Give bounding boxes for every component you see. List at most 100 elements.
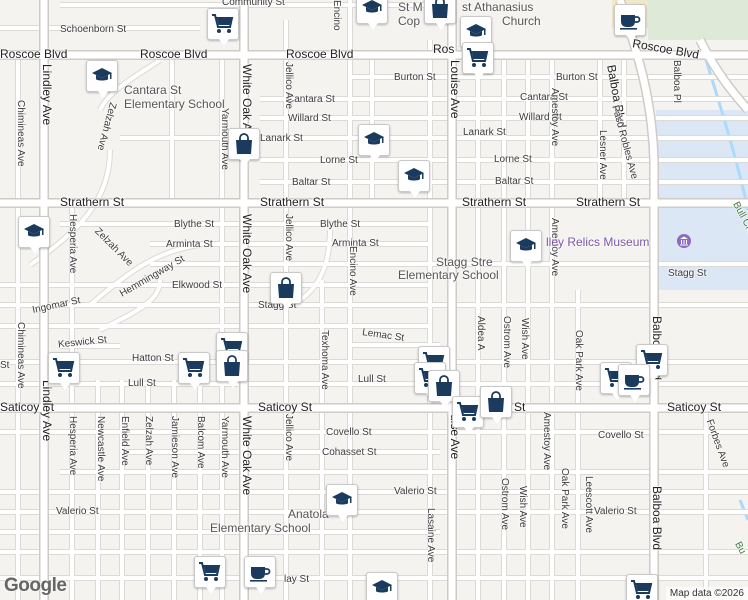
street-label-strathern-m1: Strathern St [260, 195, 325, 209]
shopping-cart-icon [630, 578, 654, 600]
shopping-bag-marker[interactable] [228, 128, 260, 166]
school-icon [402, 164, 426, 188]
place-label-museum[interactable]: lley Relics Museum [546, 235, 650, 249]
street-label-chimineas-s: Chimineas Ave [15, 322, 26, 389]
shopping-cart-marker[interactable] [48, 352, 80, 390]
school-icon [360, 0, 384, 20]
place-label-stagg-school-1[interactable]: Stagg Stre [436, 255, 493, 269]
place-label-anatola-1[interactable]: Anatola [288, 507, 329, 521]
school-icon [362, 128, 386, 152]
shopping-bag-marker[interactable] [424, 0, 456, 30]
school-icon [330, 488, 354, 512]
street-label-stagg-w: Stagg St [258, 300, 297, 311]
street-label-hesperia-s: Hesperia Ave [67, 416, 78, 476]
shopping-cart-marker[interactable] [462, 42, 494, 80]
street-label-burton-e: Burton St [556, 72, 598, 83]
place-label-cantara-school-2[interactable]: Elementary School [124, 97, 225, 111]
street-label-community: Community St [222, 0, 285, 8]
school-marker[interactable] [18, 216, 50, 254]
school-marker[interactable] [326, 484, 358, 522]
street-label-encino-s: Encino Ave [347, 246, 358, 296]
place-label-stagg-school-2[interactable]: Elementary School [398, 268, 499, 282]
school-marker[interactable] [358, 124, 390, 162]
street-label-lindley-s: Lindley Ave [40, 380, 54, 442]
street-label-jellico-m: Jellico Ave [283, 214, 294, 262]
street-label-wish-s: Wish Ave [517, 486, 528, 528]
coffee-cup-icon [622, 368, 646, 392]
street-label-encino-n: Encino [331, 0, 342, 31]
place-label-cantara-school-1[interactable]: Cantara St [124, 83, 182, 97]
street-label-valerio-m: Valerio St [394, 486, 437, 497]
street-label-wish-n: Wish Ave [519, 318, 530, 360]
street-label-cohasset: Cohasset St [322, 447, 377, 458]
street-label-saticoy-e: Saticoy St [667, 400, 722, 414]
street-label-valerio-w: Valerio St [56, 506, 99, 517]
street-label-covello-e: Covello St [598, 430, 644, 441]
coffee-cup-icon [618, 8, 642, 32]
street-label-lesner: Lesner Ave [597, 130, 608, 180]
school-icon [514, 234, 538, 258]
shopping-bag-marker[interactable] [216, 350, 248, 388]
street-label-saticoy-m: Saticoy St [258, 400, 313, 414]
street-label-covello-w: Covello St [326, 427, 372, 438]
street-label-lull-w: Lull St [128, 378, 156, 389]
shopping-cart-marker[interactable] [626, 574, 658, 600]
street-label-lull-west: St [0, 360, 10, 371]
street-label-white-oak-s: White Oak Ave [240, 416, 254, 496]
shopping-cart-icon [182, 356, 206, 380]
school-marker[interactable] [86, 60, 118, 98]
street-label-zelzah-s: Zelzah Ave [143, 416, 154, 466]
coffee-cup-marker[interactable] [244, 556, 276, 594]
place-label-st-athanasius-1[interactable]: St M [398, 0, 423, 14]
street-label-leescott: Leescott Ave [583, 476, 594, 534]
place-label-anatola-2[interactable]: Elementary School [210, 521, 311, 535]
shopping-bag-icon [274, 276, 298, 300]
place-label-st-athanasius-2[interactable]: st Athanasius [462, 0, 534, 14]
street-label-roscoe-m1: Roscoe Blvd [140, 47, 208, 61]
shopping-bag-marker[interactable] [428, 370, 460, 408]
shopping-bag-icon [428, 0, 452, 20]
shopping-cart-marker[interactable] [194, 556, 226, 594]
street-label-schoenborn: Schoenborn St [60, 24, 127, 35]
street-label-jellico-s: Jellico Ave [283, 414, 294, 462]
map-attribution[interactable]: Map data ©2026 [665, 587, 748, 600]
street-label-baltar-e: Baltar St [495, 176, 534, 187]
street-label-jellico-n: Jellico Ave [283, 62, 294, 110]
shopping-cart-icon [211, 12, 235, 36]
street-label-lull-m: Lull St [358, 374, 386, 385]
coffee-cup-marker[interactable] [614, 4, 646, 42]
shopping-bag-marker[interactable] [480, 386, 512, 424]
school-marker[interactable] [366, 572, 398, 600]
place-label-st-athanasius-3[interactable]: Cop [398, 14, 421, 28]
street-label-aldea: Aldea A [475, 316, 486, 351]
street-label-willard-w: Willard St [288, 113, 331, 124]
street-label-burton-w: Burton St [394, 72, 436, 83]
shopping-cart-marker[interactable] [178, 352, 210, 390]
place-label-st-athanasius-4[interactable]: Church [502, 14, 541, 28]
street-label-hatton: Hatton St [132, 353, 174, 364]
street-label-yarmouth-s: Yarmouth Ave [219, 416, 230, 478]
street-label-balboa-s: Balboa Blvd [650, 486, 664, 551]
street-label-texhoma: Texhoma Ave [319, 330, 330, 390]
street-label-newcastle: Newcastle Ave [95, 416, 106, 482]
coffee-cup-marker[interactable] [618, 364, 650, 402]
shopping-bag-icon [232, 132, 256, 156]
school-marker[interactable] [398, 160, 430, 198]
school-marker[interactable] [510, 230, 542, 268]
street-label-chimineas-n: Chimineas Ave [15, 100, 26, 167]
street-label-enfield: Enfield Ave [119, 416, 130, 466]
street-label-stagg-e: Stagg St [668, 268, 707, 279]
shopping-cart-icon [466, 46, 490, 70]
shopping-bag-marker[interactable] [270, 272, 302, 310]
museum-icon[interactable] [676, 233, 692, 249]
street-label-arminta-m: Arminta St [332, 238, 379, 249]
shopping-cart-marker[interactable] [207, 8, 239, 46]
street-label-roscoe-w: Roscoe Blvd [0, 47, 68, 61]
google-logo[interactable]: Google [4, 575, 67, 596]
school-marker[interactable] [356, 0, 388, 30]
street-label-elkwood: Elkwood St [172, 280, 223, 291]
school-icon [464, 20, 488, 44]
shopping-bag-icon [220, 354, 244, 378]
street-label-blythe-m: Blythe St [320, 219, 361, 230]
